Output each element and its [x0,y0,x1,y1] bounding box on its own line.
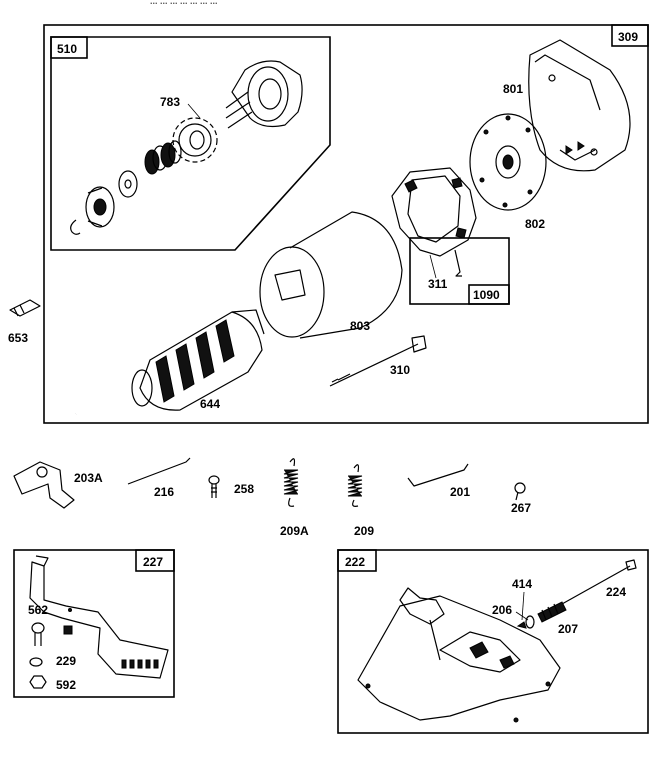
inset-510-border [50,36,331,251]
bolt-224-drawing [561,559,637,605]
washer-hole-drawing [124,179,132,189]
label-592: 592 [56,678,76,692]
group-227-number-box [135,549,175,572]
label-311: 311 [428,277,448,291]
label-310: 310 [390,363,410,377]
inset-1090-number: 1090 [473,288,500,302]
group-222-number: 222 [345,555,365,569]
group-222-number-box [337,549,377,572]
screw-653-drawing [9,299,41,317]
main-group-border [43,24,649,424]
inset-1090-number-box [468,284,510,305]
leader-783 [187,103,201,119]
main-assembly-group: 309 510 [43,24,649,424]
label-207: 207 [558,622,578,636]
spring-drawing [144,140,182,175]
main-group-number-box [611,24,649,47]
link-201-drawing [407,463,469,487]
inset-1090-border [409,237,510,305]
screw-562-drawing [31,622,45,646]
inset-510-number-box [50,36,88,59]
screw-267-drawing [514,482,526,501]
bracket-203a-drawing [13,461,75,509]
screw-258-drawing [208,475,220,498]
label-802: 802 [525,217,545,231]
nut-592-drawing [29,675,47,689]
brush-holder-drawing [391,167,477,277]
label-258: 258 [234,482,254,496]
group-227-number: 227 [143,555,163,569]
control-plate-drawing [357,587,561,723]
inset-510-number: 510 [57,42,77,56]
drive-housing-drawing [225,60,303,129]
stop-nut-drawing [85,186,115,228]
label-414: 414 [512,577,532,591]
armature-drawing [75,309,265,416]
end-cap-drawing [528,39,631,172]
label-209A: 209A [280,524,309,538]
washer-drawing [118,170,138,198]
group-222-border [337,549,649,734]
washer-206-drawing [525,615,535,629]
label-201: 201 [450,485,470,499]
label-229: 229 [56,654,76,668]
spring-209-drawing [347,464,363,507]
header-cropped-text: ... ... ... ... ... ... ... [150,0,218,6]
label-801: 801 [503,82,523,96]
main-group-number: 309 [618,30,638,44]
retaining-clip-drawing [70,219,81,235]
label-562: 562 [28,603,48,617]
link-216-drawing [127,457,191,485]
label-203A: 203A [74,471,103,485]
motor-housing-drawing [259,211,403,339]
label-803: 803 [350,319,370,333]
label-267: 267 [511,501,531,515]
label-653: 653 [8,331,28,345]
label-644: 644 [200,397,220,411]
label-783: 783 [160,95,180,109]
spring-207-drawing [537,601,567,623]
label-216: 216 [154,485,174,499]
label-224: 224 [606,585,626,599]
pinion-gear-drawing [172,117,218,163]
governor-lever-drawing [29,555,169,679]
brush-plate-drawing [469,113,547,211]
group-227: 227 562 229 592 [13,549,175,698]
label-209: 209 [354,524,374,538]
through-bolt-drawing [329,335,427,387]
spring-209a-drawing [283,458,299,507]
clip-414-drawing [516,621,527,629]
washer-229-drawing [29,657,43,667]
group-227-border [13,549,175,698]
leader-311 [429,254,437,279]
group-222: 222 224 207 206 414 [337,549,649,734]
label-206: 206 [492,603,512,617]
leader-414 [521,591,525,621]
